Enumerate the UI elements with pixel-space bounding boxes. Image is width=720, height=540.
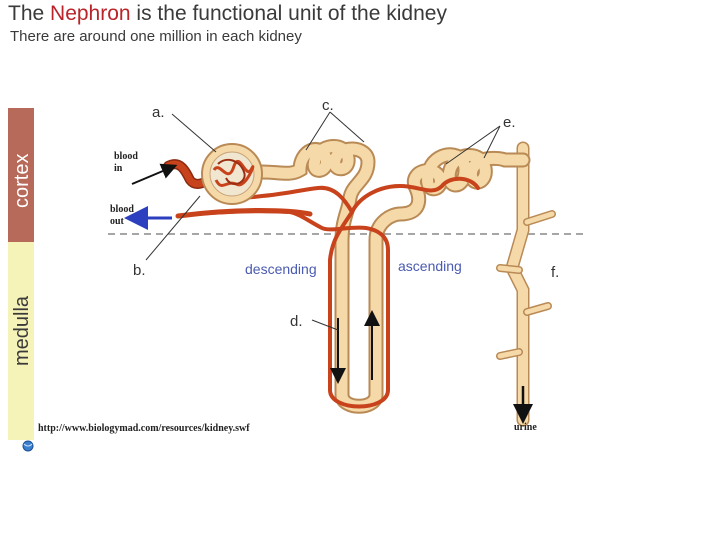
blood-in-arrow [131,163,178,185]
title-prefix: The [8,2,51,25]
label-ascending: ascending [398,258,462,274]
label-urine: urine [514,422,537,433]
renal-tubule [254,139,531,414]
label-blood-in-2: in [114,163,123,174]
label-d: d. [290,313,303,330]
source-url: http://www.biologymad.com/resources/kidn… [38,423,250,434]
blood-out-vessel [175,208,313,219]
glomerulus [201,143,263,205]
label-blood-out-2: out [110,216,125,227]
blood-vessels [163,159,480,409]
medulla-band [8,242,34,440]
label-e: e. [503,114,516,131]
label-descending: descending [245,261,317,277]
label-f: f. [551,264,559,281]
label-c: c. [322,97,334,114]
page-title: The Nephron is the functional unit of th… [8,2,447,26]
leader-lines [145,111,501,331]
label-a: a. [152,104,165,121]
title-highlight: Nephron [50,2,131,25]
label-b: b. [133,262,146,279]
cortex-band [8,108,34,242]
label-blood-in-1: blood [114,151,138,162]
collecting-duct [496,141,556,427]
title-suffix: is the functional unit of the kidney [130,2,447,25]
cortex-label: cortex [11,154,33,208]
globe-icon [22,440,34,452]
label-blood-out-1: blood [110,204,134,215]
page-subtitle: There are around one million in each kid… [10,28,302,45]
medulla-label: medulla [11,295,33,366]
